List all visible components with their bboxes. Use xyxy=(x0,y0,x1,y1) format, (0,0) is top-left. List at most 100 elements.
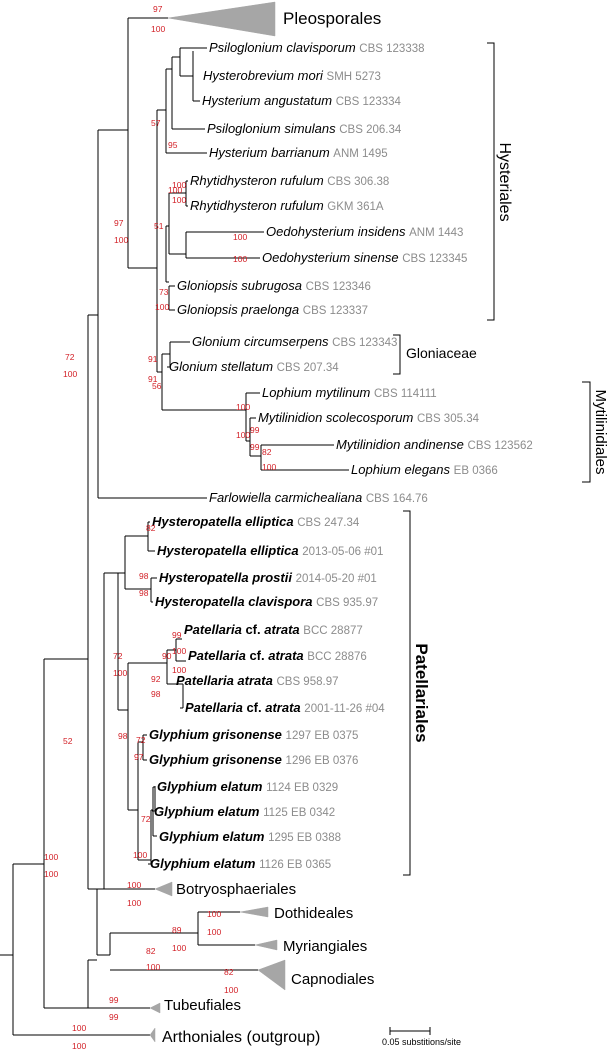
support-value: 98 xyxy=(118,731,128,741)
wedge-tubeufiales xyxy=(149,1002,161,1014)
support-values: 97 100 57 95 100 100 100 51 100 100 73 1… xyxy=(44,4,276,1050)
taxon-label: Mytilinidion andinense CBS 123562 xyxy=(336,437,533,452)
branch-gloniaceae xyxy=(167,341,190,368)
support-value: 100 xyxy=(262,462,276,472)
support-value: 100 xyxy=(172,195,186,205)
branch-gly-elatum-b xyxy=(152,786,156,812)
taxon-label: Hysterium angustatum CBS 123334 xyxy=(202,93,402,108)
support-value: 100 xyxy=(224,985,238,995)
collapsed-clades xyxy=(149,1,286,1043)
bracket-patellariales xyxy=(403,510,411,876)
support-value: 100 xyxy=(172,943,186,953)
support-value: 100 xyxy=(236,430,250,440)
taxon-label: Hysteropatella elliptica 2013-05-06 #01 xyxy=(157,543,383,558)
support-value: 82 xyxy=(146,946,156,956)
support-value: 89 xyxy=(172,925,182,935)
taxon-label: Lophium elegans EB 0366 xyxy=(351,462,498,477)
clade-label-arthoniales: Arthoniales (outgroup) xyxy=(162,1029,320,1046)
taxon-label: Glyphium grisonense 1296 EB 0376 xyxy=(149,752,358,767)
support-value: 95 xyxy=(168,140,178,150)
branch-hyst-ell xyxy=(147,521,155,552)
support-value: 97 xyxy=(114,218,124,228)
branch-node-100-lower xyxy=(96,888,155,956)
taxon-label: Hysterobrevium mori SMH 5273 xyxy=(203,68,381,83)
bracket-label-hysteriales: Hysteriales xyxy=(496,142,513,221)
branch-node-rhyt-oedo xyxy=(168,192,186,255)
support-value: 91 xyxy=(148,374,158,384)
taxon-label: Rhytidhysteron rufulum GKM 361A xyxy=(190,198,384,213)
branch-hyst-pc xyxy=(150,577,157,603)
support-value: 100 xyxy=(113,668,127,678)
collapsed-clade-labels: Pleosporales Botryosphaeriales Dothideal… xyxy=(162,9,381,1046)
support-value: 82 xyxy=(262,447,272,457)
branch-node-97 xyxy=(127,17,168,269)
support-value: 99 xyxy=(172,630,182,640)
support-value: 100 xyxy=(133,850,147,860)
taxon-label: Oedohysterium sinense CBS 123345 xyxy=(262,250,467,265)
taxon-label: Patellaria cf. atrata 2001-11-26 #04 xyxy=(185,700,385,715)
support-value: 97 xyxy=(153,4,163,14)
clade-label-dothideales: Dothideales xyxy=(274,905,353,922)
branch-crown-hysteriales xyxy=(156,109,166,373)
support-value: 99 xyxy=(109,995,119,1005)
branch-mytilinidiales xyxy=(245,392,260,442)
branch-dothideales xyxy=(197,911,255,946)
clade-brackets: Hysteriales Gloniaceae Mytilinidiales Pa… xyxy=(393,42,609,876)
taxon-label: Glyphium elatum 1125 EB 0342 xyxy=(154,804,335,819)
support-value: 100 xyxy=(155,302,169,312)
support-value: 72 xyxy=(113,651,123,661)
bracket-hysteriales xyxy=(487,42,495,321)
taxon-label: Gloniopsis praelonga CBS 123337 xyxy=(177,302,368,317)
branch-tubeufiales xyxy=(87,959,97,1008)
support-value: 100 xyxy=(207,927,221,937)
support-value: 100 xyxy=(236,402,250,412)
branch-glyphium xyxy=(137,741,151,861)
branch-node-72-pat xyxy=(103,572,118,889)
support-value: 100 xyxy=(233,232,247,242)
taxon-label: Gloniopsis subrugosa CBS 123346 xyxy=(177,278,371,293)
branch-gly-elatum-c xyxy=(148,863,152,865)
support-value: 72 xyxy=(141,814,151,824)
taxon-label: Psiloglonium clavisporum CBS 123338 xyxy=(209,40,425,55)
branch-node-57 xyxy=(171,56,205,130)
wedge-pleosporales xyxy=(167,1,276,37)
branch-gloniaceae-myt xyxy=(161,353,246,411)
support-value: 72 xyxy=(65,352,75,362)
clade-label-myriangiales: Myriangiales xyxy=(283,938,367,955)
clade-label-botryosphaeriales: Botryosphaeriales xyxy=(176,881,296,898)
support-value: 100 xyxy=(151,24,165,34)
support-value: 98 xyxy=(139,588,149,598)
taxon-label: Oedohysterium insidens ANM 1443 xyxy=(266,224,463,239)
branch-hysteropatella xyxy=(124,535,151,590)
bracket-gloniaceae xyxy=(393,334,401,375)
taxon-label: Hysteropatella clavispora CBS 935.97 xyxy=(155,594,378,609)
support-value: 82 xyxy=(224,967,234,977)
support-value: 51 xyxy=(154,221,164,231)
branch-pat-gly xyxy=(127,662,167,811)
support-value: 92 xyxy=(151,674,161,684)
taxon-label: Patellaria cf. atrata BCC 28877 xyxy=(184,622,363,637)
support-value: 100 xyxy=(127,898,141,908)
branch-oedohysterium xyxy=(185,231,264,259)
clade-label-capnodiales: Capnodiales xyxy=(291,971,374,988)
support-value: 90 xyxy=(162,651,172,661)
taxon-label: Hysterium barrianum ANM 1495 xyxy=(209,145,388,160)
support-value: 91 xyxy=(148,354,158,364)
clade-label-tubeufiales: Tubeufiales xyxy=(164,997,241,1014)
support-value: 99 xyxy=(250,425,260,435)
support-value: 100 xyxy=(172,665,186,675)
taxon-label: Patellaria cf. atrata BCC 28876 xyxy=(188,648,367,663)
support-value: 98 xyxy=(151,689,161,699)
support-value: 100 xyxy=(233,254,247,264)
wedge-botryosphaeriales xyxy=(154,881,173,897)
taxon-label: Mytilinidion scolecosporum CBS 305.34 xyxy=(258,410,480,425)
branch-node-small1 xyxy=(179,47,207,77)
support-value: 100 xyxy=(114,235,128,245)
support-value: 100 xyxy=(207,909,221,919)
branch-myt-inner1 xyxy=(249,417,261,457)
scale-bar: 0.05 substitions/site xyxy=(382,1027,461,1047)
support-value: 73 xyxy=(159,287,169,297)
taxon-label: Patellaria atrata CBS 958.97 xyxy=(176,673,338,688)
support-value: 98 xyxy=(139,571,149,581)
